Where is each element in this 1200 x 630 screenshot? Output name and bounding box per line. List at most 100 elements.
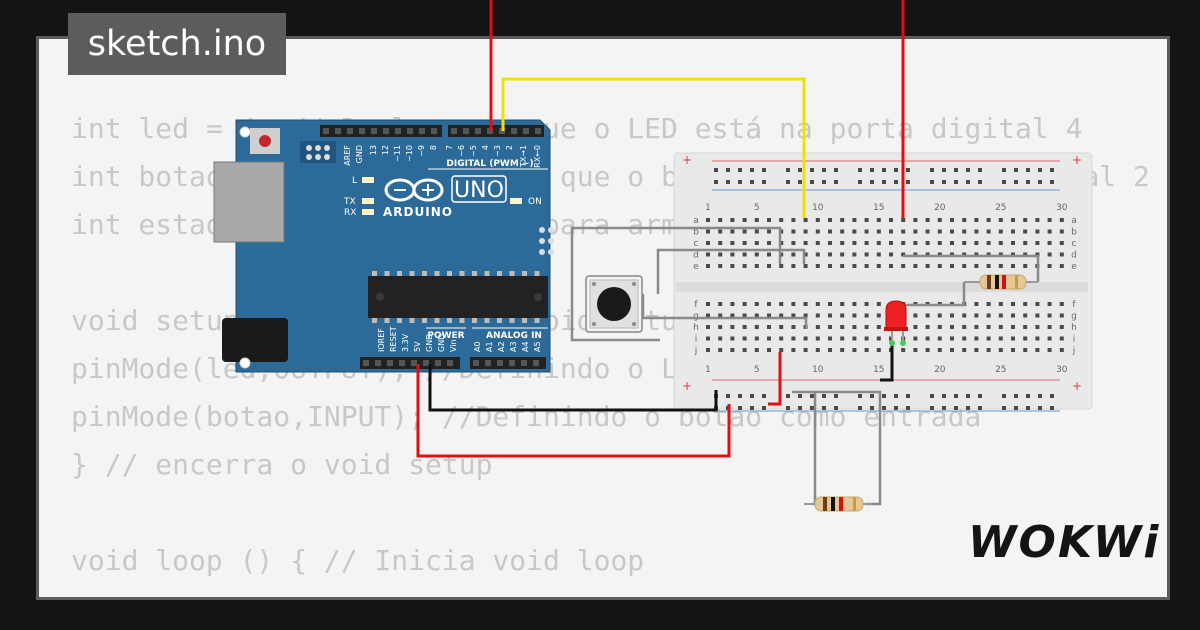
power-pin-label: RESET	[389, 326, 398, 352]
digital-label: DIGITAL (PWM ~)	[446, 159, 533, 169]
row-label: g	[1071, 312, 1077, 322]
digital-pin-label: 12	[381, 145, 390, 155]
column-number: 10	[812, 203, 824, 213]
row-label: j	[694, 346, 698, 356]
column-number: 5	[754, 365, 760, 375]
code-line[interactable]: void loop () { // Inicia void loop	[71, 544, 645, 577]
row-label: i	[1073, 335, 1076, 345]
mounting-hole	[239, 357, 251, 369]
wire-gray-button-left[interactable]	[570, 294, 660, 342]
resistor-pulldown[interactable]	[804, 496, 872, 512]
led-rx	[362, 209, 374, 215]
row-label: e	[693, 262, 699, 272]
digital-pin-label: ~3	[493, 145, 502, 157]
digital-pin-label: ~11	[393, 145, 402, 162]
column-number: 30	[1056, 203, 1068, 213]
column-number: 15	[873, 203, 884, 213]
column-number: 20	[934, 203, 946, 213]
analog-pin-label: A2	[497, 341, 506, 352]
reset-button[interactable]	[259, 135, 271, 147]
row-label: d	[1071, 251, 1077, 261]
led-tx	[362, 198, 374, 204]
digital-pin-label: 4	[481, 145, 490, 150]
row-label: g	[693, 312, 699, 322]
digital-pin-label: ~9	[417, 145, 426, 157]
row-label: c	[694, 239, 699, 249]
row-label: a	[693, 216, 699, 226]
header-holes	[323, 128, 541, 366]
power-pin-label: 3.3V	[401, 333, 410, 352]
row-label: f	[1072, 300, 1076, 310]
arduino-logo-icon	[384, 178, 444, 202]
column-number: 20	[934, 365, 946, 375]
led-rx-label: RX	[344, 208, 356, 218]
pushbutton[interactable]	[585, 275, 643, 333]
power-jack	[222, 318, 288, 362]
column-number: 25	[995, 365, 1006, 375]
column-number: 5	[754, 203, 760, 213]
row-label: h	[693, 323, 699, 333]
led-red[interactable]	[884, 300, 908, 346]
code-line[interactable]: // ...	[71, 585, 1150, 597]
icsp-header	[306, 145, 330, 160]
power-pin-label: 5V	[413, 341, 422, 352]
code-line[interactable]: } // encerra o void setup	[71, 448, 493, 481]
column-number: 10	[812, 365, 824, 375]
rail-plus-label-left: +	[682, 153, 692, 167]
digital-header-right[interactable]	[448, 125, 544, 137]
digital-pin-label: TX→1	[519, 145, 528, 168]
row-label: a	[1071, 216, 1077, 226]
row-label: c	[1072, 239, 1077, 249]
wire-gray-resistor-led[interactable]	[905, 282, 966, 307]
column-number: 30	[1056, 365, 1068, 375]
wire-yellow-button[interactable]	[501, 77, 806, 218]
wire-gray-button-top[interactable]	[570, 226, 782, 294]
wire-black-led[interactable]	[880, 345, 894, 382]
wire-gray-button-low[interactable]	[641, 294, 808, 329]
row-label: f	[694, 300, 698, 310]
digital-pin-label: AREF	[343, 145, 352, 166]
wokwi-logo: WOKWi	[968, 517, 1161, 568]
pushbutton-cap[interactable]	[597, 287, 631, 321]
wire-red-5v[interactable]	[416, 364, 731, 458]
wire-gray-resistor-top[interactable]	[903, 254, 1040, 282]
wire-black-gnd[interactable]	[428, 364, 718, 412]
led-on	[510, 198, 522, 204]
wire-red-rail[interactable]	[768, 352, 782, 406]
uno-label: UNO	[454, 178, 504, 203]
digital-pin-label: 2	[505, 145, 514, 150]
sketch-filename[interactable]: sketch.ino	[68, 13, 286, 75]
analog-label: ANALOG IN	[486, 331, 542, 341]
usb-connector	[213, 161, 285, 243]
breadboard-holes	[706, 168, 1064, 410]
analog-pin-label: A1	[485, 341, 494, 352]
digital-pin-label: ~5	[469, 145, 478, 157]
row-label: i	[695, 335, 698, 345]
icsp-header-right	[539, 227, 554, 255]
row-label: h	[1071, 323, 1077, 333]
led-on-label: ON	[528, 197, 542, 207]
digital-pin-label: GND	[355, 145, 364, 163]
power-pin-label: GND	[437, 334, 446, 352]
row-label: d	[693, 251, 699, 261]
digital-pin-label: 8	[429, 145, 438, 150]
digital-pin-label: ~6	[457, 145, 466, 157]
led-l	[362, 177, 374, 183]
analog-pin-label: A0	[473, 341, 482, 352]
column-number: 1	[705, 203, 711, 213]
resistor-top[interactable]	[964, 274, 1038, 290]
row-label: b	[693, 228, 699, 238]
digital-pin-label: RX←0	[533, 145, 542, 168]
wire-gray-pulldown-right[interactable]	[792, 390, 882, 506]
power-pin-label: IOREF	[377, 328, 386, 352]
led-tx-label: TX	[343, 197, 356, 207]
wire-gray-button-mid[interactable]	[656, 248, 806, 294]
led-l-label: L	[352, 176, 357, 186]
